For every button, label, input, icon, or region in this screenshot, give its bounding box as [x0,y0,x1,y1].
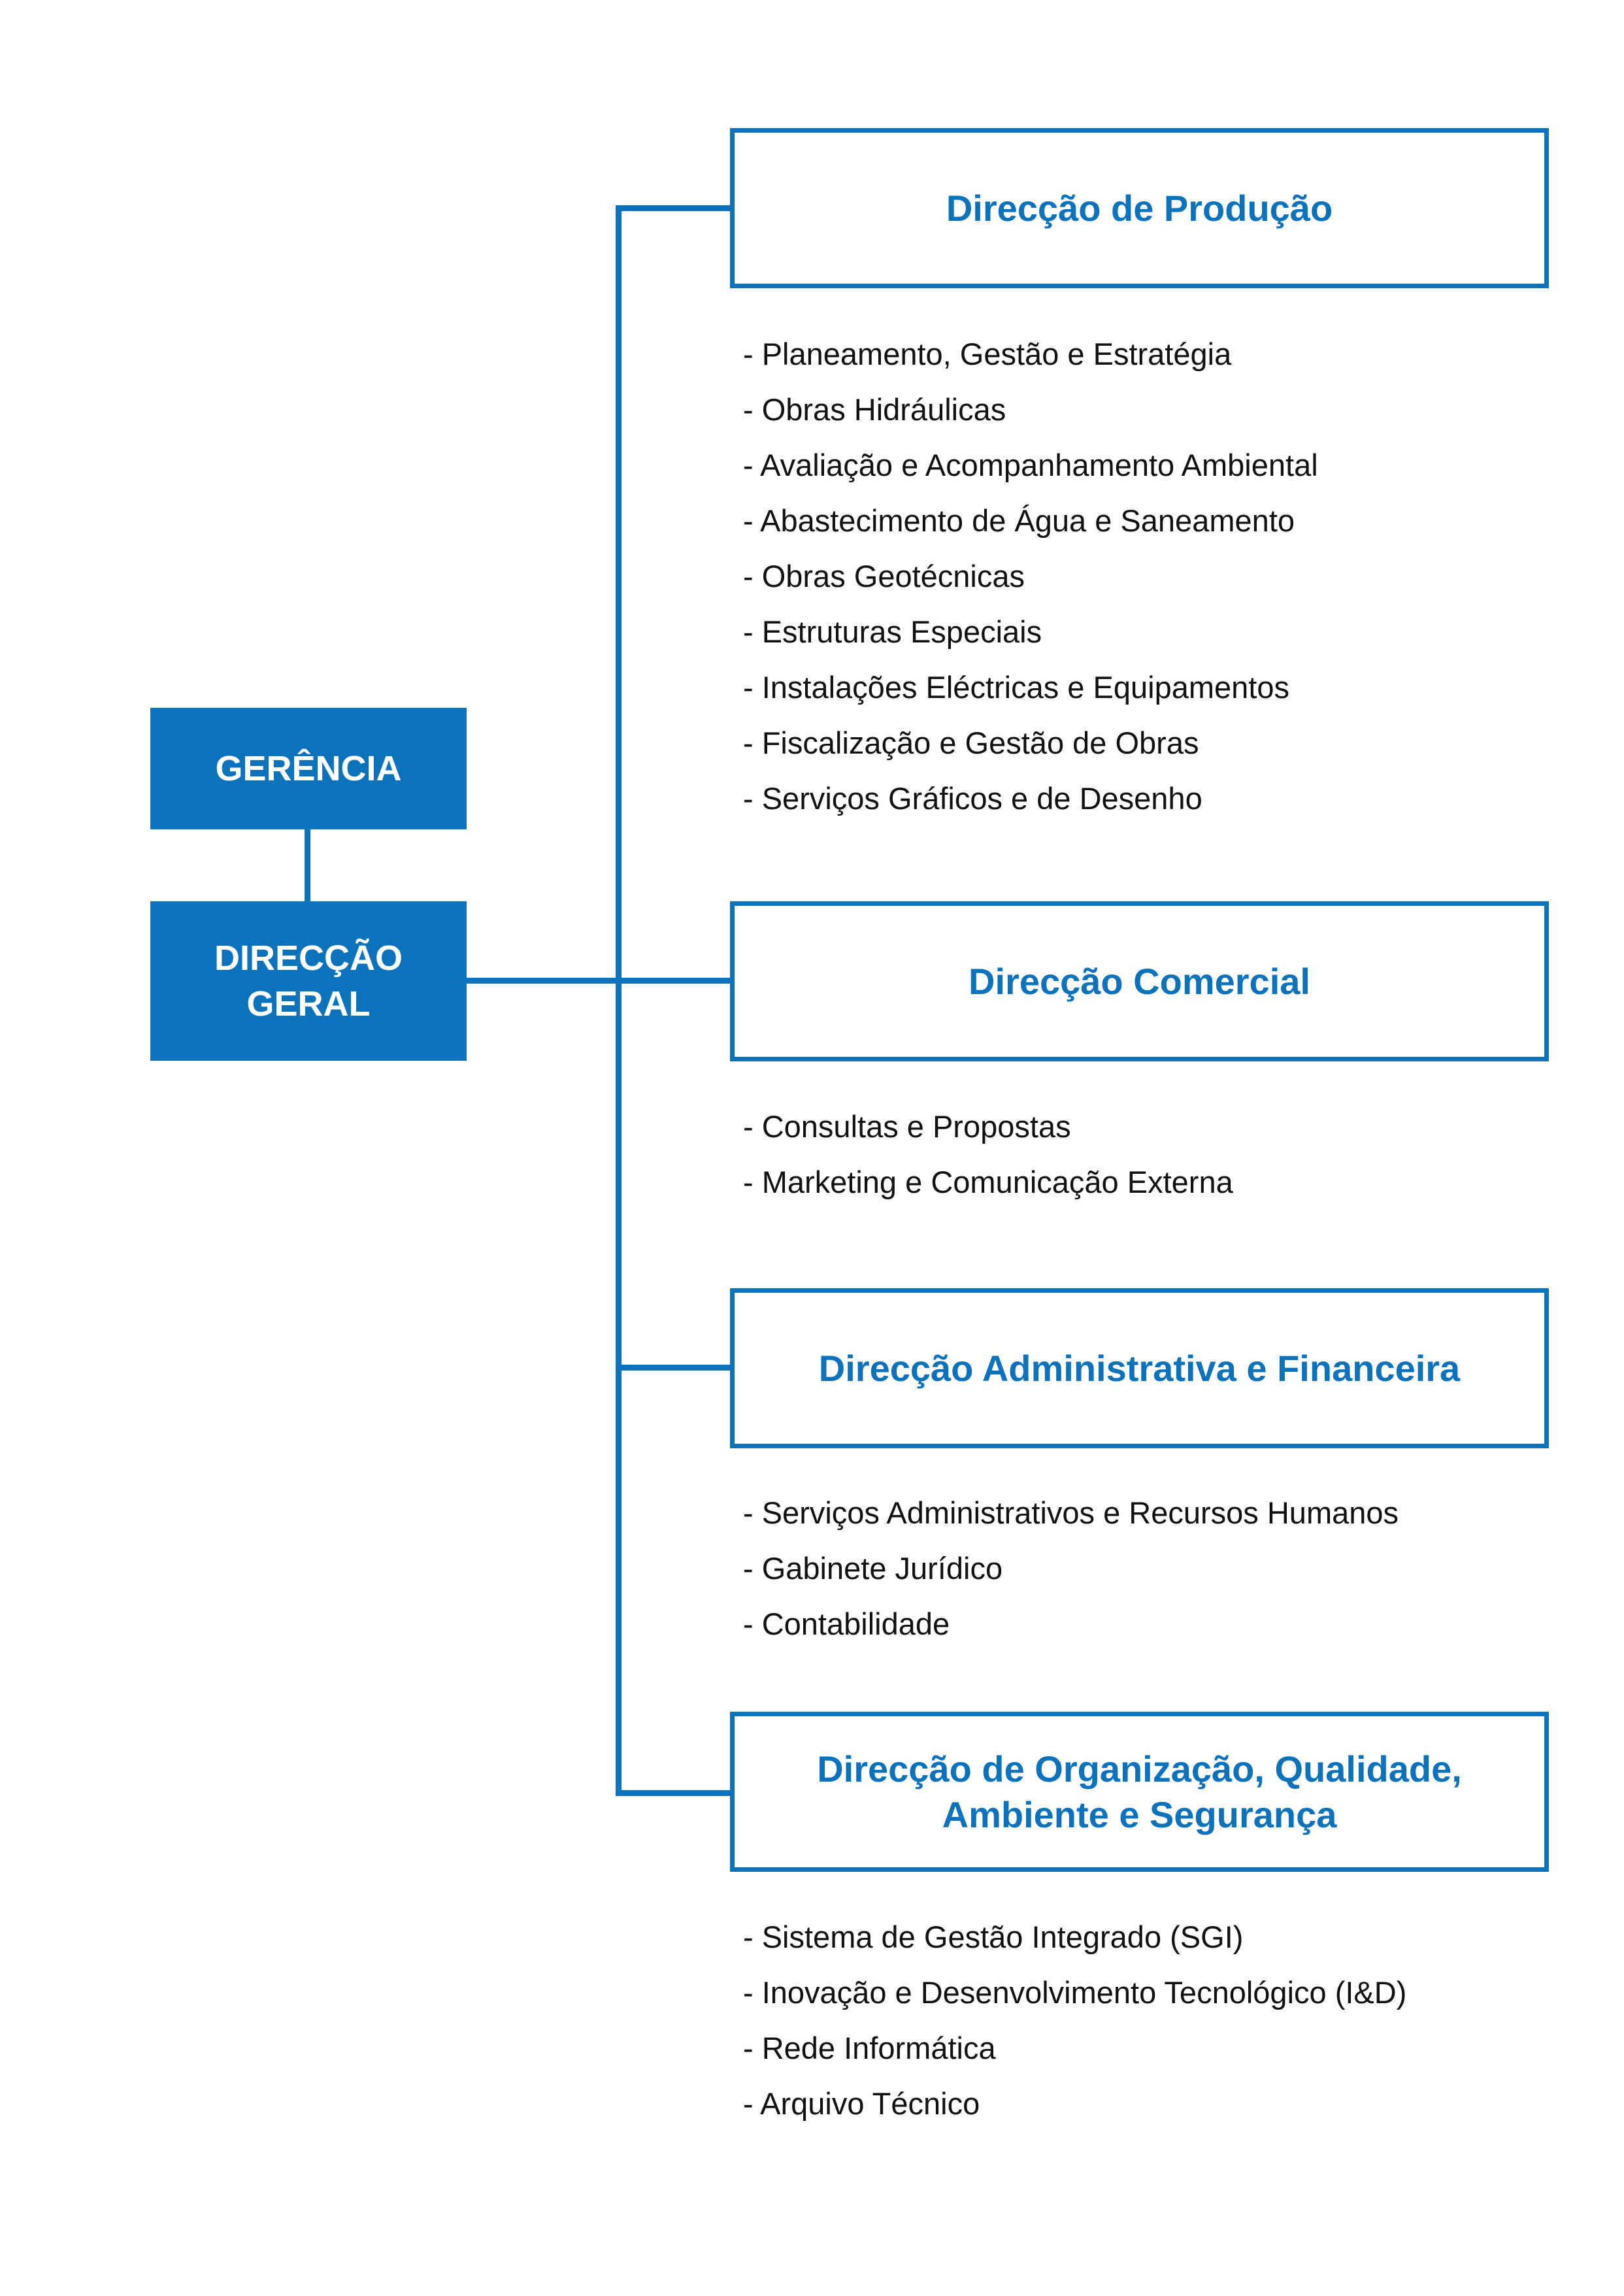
list-item: - Planeamento, Gestão e Estratégia [743,337,1232,371]
dept-box-organizacao: Direcção de Organização, Qualidade, Ambi… [730,1712,1549,1872]
list-item: - Arquivo Técnico [743,2086,980,2121]
dept-box-comercial: Direcção Comercial [730,901,1549,1061]
list-item: - Obras Hidráulicas [743,392,1006,427]
dept-box-producao: Direcção de Produção [730,128,1549,288]
direccao-geral-label-line-1: DIRECÇÃO [214,939,403,978]
list-item: - Consultas e Propostas [743,1109,1071,1144]
items-administrativa: - Serviços Administrativos e Recursos Hu… [743,1485,1399,1652]
connector-trunk-vertical [616,205,621,1796]
items-organizacao: - Sistema de Gestão Integrado (SGI) - In… [743,1909,1406,2131]
list-item: - Instalações Eléctricas e Equipamentos [743,670,1289,705]
list-item: - Abastecimento de Água e Saneamento [743,503,1295,538]
connector-branch-producao [616,205,735,211]
list-item: - Estruturas Especiais [743,614,1042,649]
gerencia-box: GERÊNCIA [150,708,467,829]
connector-direccao-geral-to-trunk [465,978,735,984]
list-item: - Fiscalização e Gestão de Obras [743,725,1199,760]
connector-branch-administrativa [616,1365,735,1371]
items-comercial: - Consultas e Propostas - Marketing e Co… [743,1099,1233,1210]
dept-title-administrativa: Direcção Administrativa e Financeira [818,1347,1461,1389]
gerencia-label: GERÊNCIA [215,749,402,788]
connector-gerencia-to-direccao-geral [305,828,310,903]
direccao-geral-label-line-2: GERAL [246,984,371,1023]
list-item: - Obras Geotécnicas [743,559,1025,593]
dept-title-comercial: Direcção Comercial [969,960,1310,1002]
list-item: - Serviços Gráficos e de Desenho [743,781,1202,816]
dept-title-organizacao-line-1: Direcção de Organização, Qualidade, [817,1748,1462,1789]
list-item: - Serviços Administrativos e Recursos Hu… [743,1495,1399,1530]
dept-title-organizacao-line-2: Ambiente e Segurança [942,1793,1337,1835]
list-item: - Rede Informática [743,2031,996,2065]
connector-branch-organizacao [616,1790,735,1796]
dept-title-producao: Direcção de Produção [946,187,1333,229]
list-item: - Inovação e Desenvolvimento Tecnológico… [743,1975,1407,2010]
list-item: - Marketing e Comunicação Externa [743,1165,1233,1199]
items-producao: - Planeamento, Gestão e Estratégia - Obr… [743,326,1318,826]
list-item: - Contabilidade [743,1606,950,1641]
list-item: - Gabinete Jurídico [743,1551,1003,1586]
list-item: - Avaliação e Acompanhamento Ambiental [743,448,1318,482]
dept-box-administrativa: Direcção Administrativa e Financeira [730,1288,1549,1448]
list-item: - Sistema de Gestão Integrado (SGI) [743,1920,1244,1954]
direccao-geral-box: DIRECÇÃO GERAL [150,901,467,1061]
